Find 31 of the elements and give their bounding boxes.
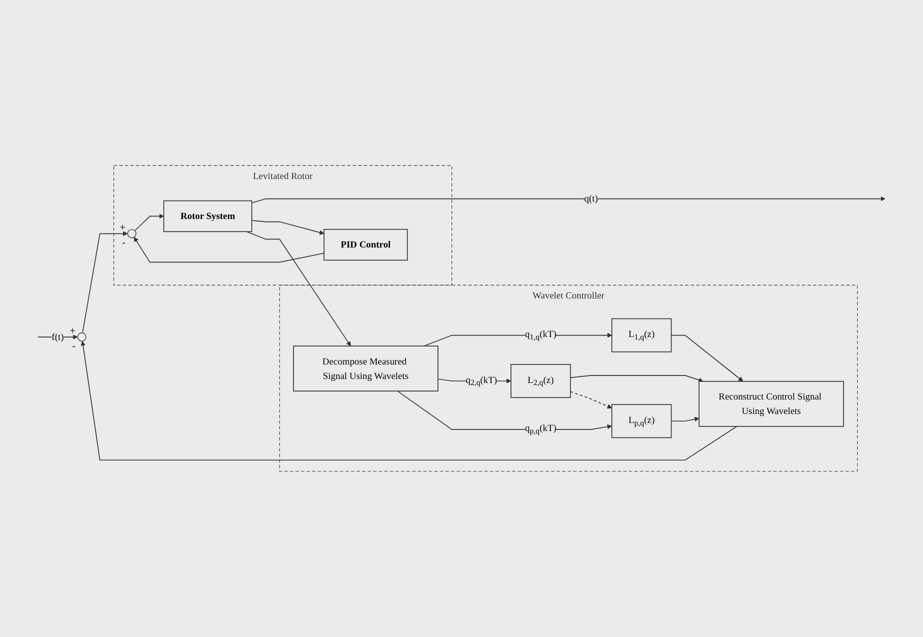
arrow [397,390,612,430]
node-circle [127,229,136,238]
arrow [80,341,738,461]
arrow [670,416,700,422]
arrow [251,196,886,204]
arrow [570,391,612,409]
edge-label: q$_{1,q}$(kT) [525,328,556,342]
sign-label: - [72,341,76,352]
node-box: L$_{p,q}$(z) [611,404,672,438]
arrow [82,231,128,334]
arrow [37,334,78,340]
node-box: L$_{1,q}$(z) [611,318,672,352]
node-circle [77,332,86,342]
edge-label: f(t) [52,332,64,342]
node-box: Decompose Measured Signal Using Wavelets [293,346,438,392]
sign-label: + [70,326,76,338]
edge-label: q$_{p,q}$(kT) [525,423,556,436]
arrow [134,214,164,232]
edge-label: q$_{2,q}$(kT) [466,374,498,388]
edge-label: q(t) [584,194,598,204]
arrow [251,220,324,236]
arrow [134,237,324,263]
node-box: PID Control [324,229,408,261]
sign-label: + [120,222,126,234]
node-box: Rotor System [163,200,252,232]
arrow [246,231,351,346]
node-box: L$_{2,q}$(z) [510,364,571,398]
arrow [570,375,704,382]
arrow [670,335,744,382]
sign-label: - [122,238,126,249]
node-box: Reconstruct Control Signal Using Wavelets [698,381,844,427]
